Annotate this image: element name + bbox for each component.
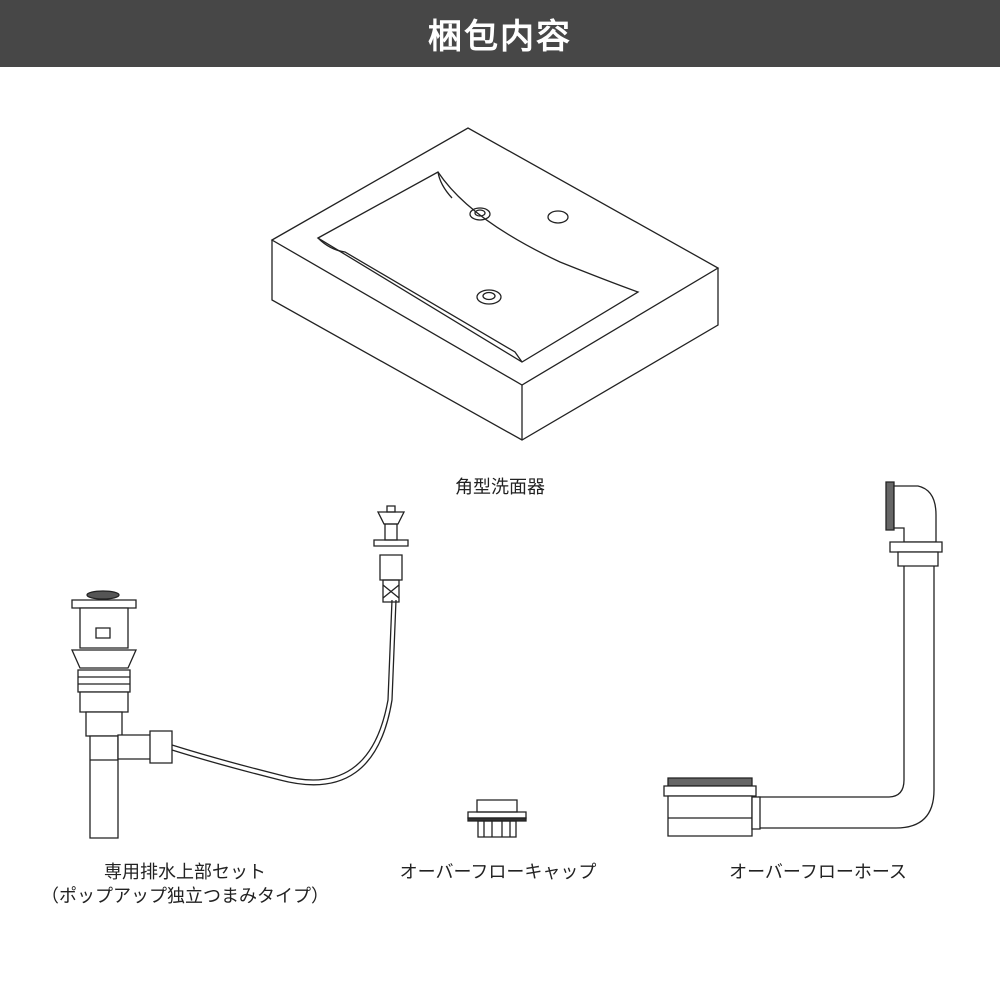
overflow-cap-label: オーバーフローキャップ (399, 862, 597, 883)
overflow-cap-illustration (468, 800, 526, 837)
square-sink-illustration (272, 128, 718, 440)
overflow-hose-illustration (664, 482, 942, 836)
popup-drain-set-illustration (72, 506, 408, 838)
page-title: 梱包内容 (428, 17, 572, 57)
sink-label: 角型洗面器 (455, 477, 545, 498)
overflow-hose-label: オーバーフローホース (729, 862, 907, 883)
header-bar: 梱包内容 (0, 0, 1000, 67)
drain-set-label-line1: 専用排水上部セット (104, 862, 266, 883)
drain-set-label-line2: （ポップアップ独立つまみタイプ） (41, 886, 329, 907)
drain-set-label: 専用排水上部セット （ポップアップ独立つまみタイプ） (20, 861, 350, 909)
